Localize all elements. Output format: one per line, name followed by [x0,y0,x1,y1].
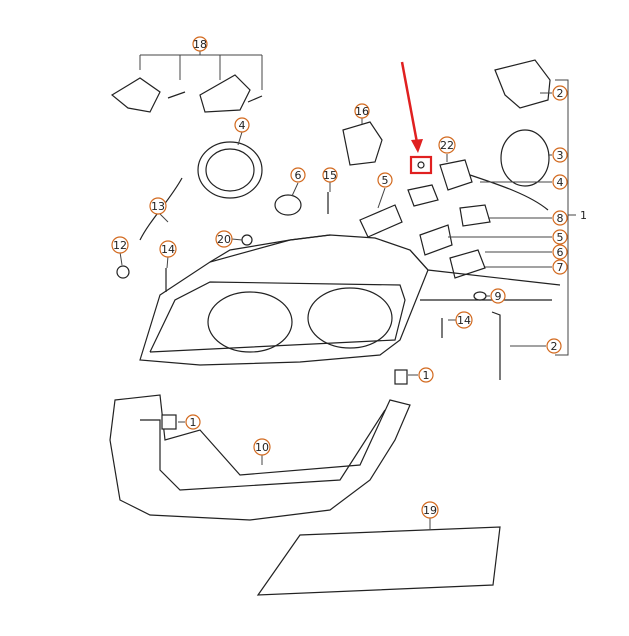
svg-text:7: 7 [557,261,564,274]
svg-text:1: 1 [190,416,197,429]
callout-19: 19 [421,501,439,519]
callout-20: 20 [215,230,233,248]
motor-2-top [494,59,551,109]
seal-3 [500,129,550,187]
svg-text:14: 14 [457,314,471,327]
svg-text:5: 5 [557,231,564,244]
callout-22: 22 [438,136,456,154]
lens-left [207,291,293,353]
red-arrow-head [411,139,423,153]
callout-5-right: 5 [552,229,568,245]
seal-4-left [197,141,263,199]
callout-13: 13 [149,197,167,215]
part-9 [473,291,487,301]
socket-8 [459,204,491,227]
callout-4-left: 4 [234,117,250,133]
callout-7: 7 [552,259,568,275]
svg-text:8: 8 [557,212,564,225]
svg-text:22: 22 [440,139,454,152]
callout-5-left: 5 [377,172,393,188]
callout-1-left-clip: 1 [185,414,201,430]
svg-text:5: 5 [382,174,389,187]
socket-22 [439,159,473,191]
svg-text:1: 1 [580,209,587,222]
red-arrow-line [400,61,420,149]
highlighted-part [417,161,425,169]
svg-text:12: 12 [113,239,127,252]
callout-2-top: 2 [552,85,568,101]
callout-14-right: 14 [455,311,473,329]
socket-left [407,184,439,207]
callout-18: 18 [192,36,208,52]
svg-text:19: 19 [423,504,437,517]
svg-text:15: 15 [323,169,337,182]
callout-6-right: 6 [552,244,568,260]
svg-text:10: 10 [255,441,269,454]
svg-text:2: 2 [557,87,564,100]
bracket-right [555,79,569,356]
svg-text:20: 20 [217,233,231,246]
bulb-5-right [419,224,453,256]
callout-16: 16 [354,103,370,119]
svg-text:4: 4 [557,176,564,189]
svg-text:3: 3 [557,149,564,162]
lens-cover-19 [256,526,501,596]
callout-10: 10 [253,438,271,456]
callout-12: 12 [111,236,129,254]
bulb-6-right [449,249,486,279]
callout-1-right-clip: 1 [418,367,434,383]
connector-16 [342,121,383,166]
part-12 [116,265,130,279]
screw-18a [167,91,186,99]
svg-text:1: 1 [423,369,430,382]
screw-18b [247,95,263,103]
callout-3: 3 [552,147,568,163]
bulb-5-left [359,204,403,238]
svg-text:4: 4 [239,119,246,132]
callout-1-bracket: 1 [580,209,587,222]
bracket-10 [109,394,411,521]
svg-text:9: 9 [495,290,502,303]
callout-9: 9 [490,288,506,304]
callout-14-left: 14 [159,240,177,258]
svg-text:18: 18 [193,38,207,51]
svg-text:6: 6 [295,169,302,182]
svg-text:6: 6 [557,246,564,259]
highlight-box [409,155,433,175]
callout-15: 15 [322,167,338,183]
svg-text:16: 16 [355,105,369,118]
callout-2-rod: 2 [546,338,562,354]
callout-8: 8 [552,210,568,226]
svg-text:14: 14 [161,243,175,256]
callout-6-left: 6 [290,167,306,183]
clip-18-right [199,74,251,113]
screw-20 [241,234,253,246]
bulb-6-left [274,194,302,216]
rod-2 [491,311,501,380]
callout-4-right: 4 [552,174,568,190]
clip-1-right [394,369,408,385]
svg-text:2: 2 [551,340,558,353]
lens-right [307,287,393,349]
clip-18-left [110,77,161,113]
svg-text:13: 13 [151,200,165,213]
clip-1-left [161,414,177,430]
